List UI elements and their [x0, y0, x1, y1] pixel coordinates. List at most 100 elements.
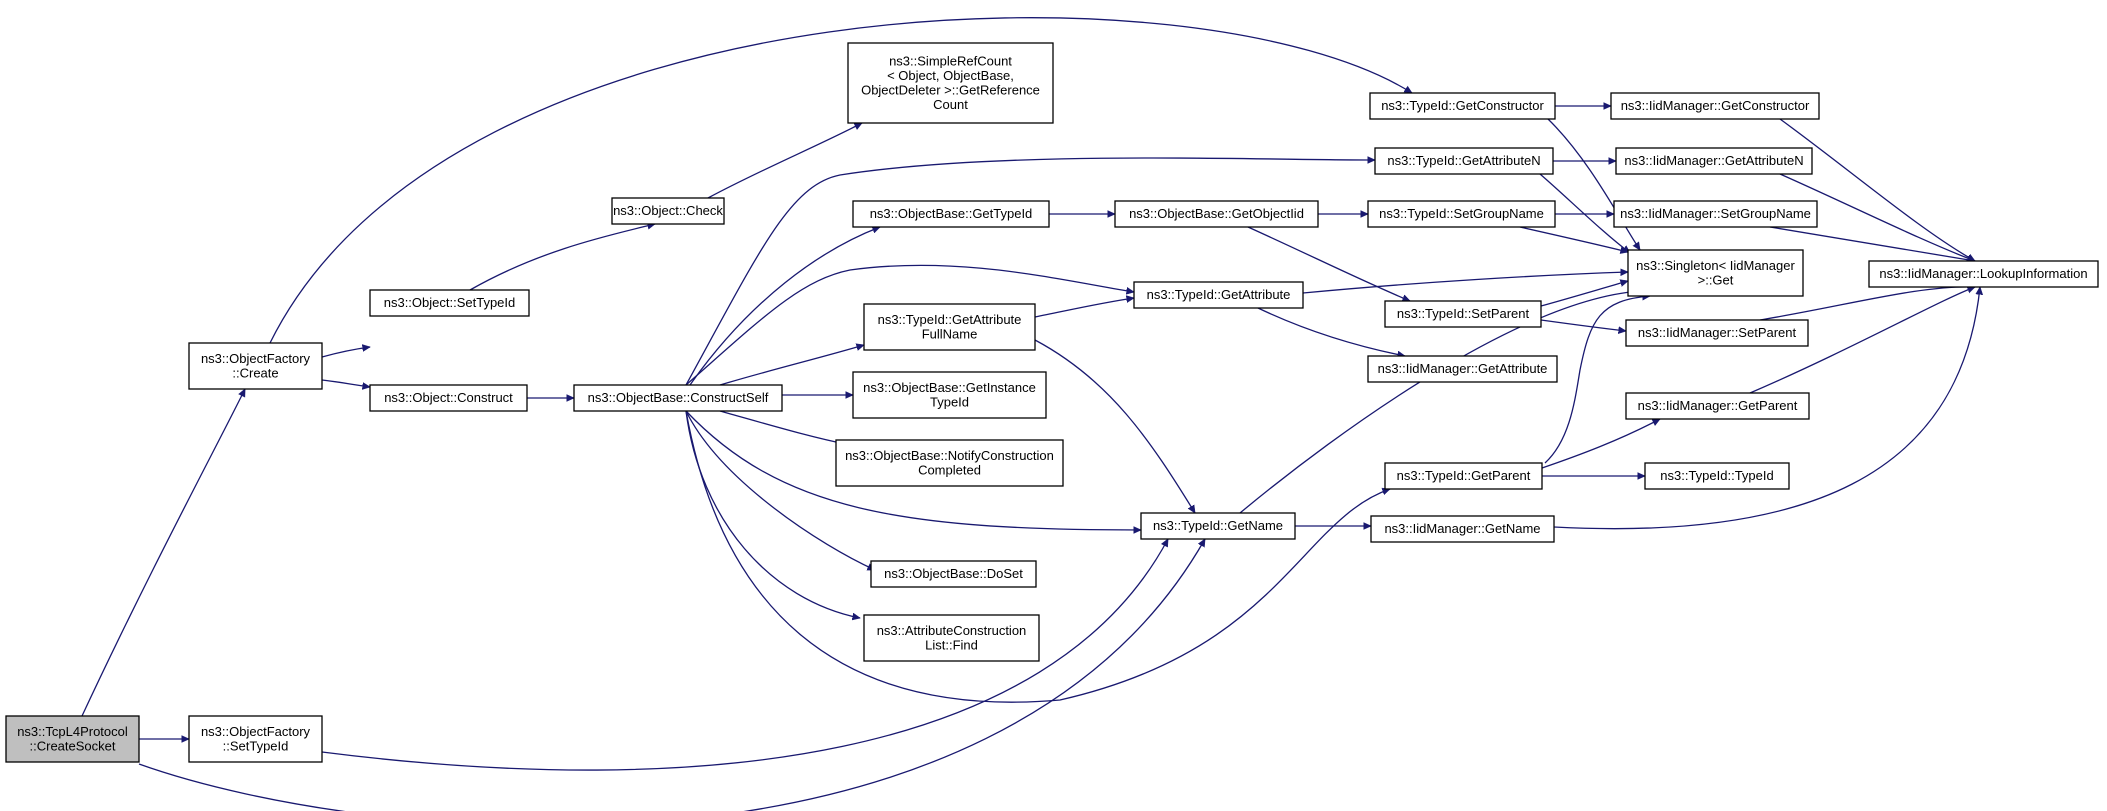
edge-ob-constructself-to-ob-doset: [685, 410, 875, 571]
node-box: [1384, 300, 1542, 328]
node-label-line: ns3::ObjectBase::NotifyConstruction: [845, 448, 1054, 463]
node-simplerefcount[interactable]: ns3::SimpleRefCount< Object, ObjectBase,…: [847, 42, 1054, 124]
node-iid-getattribute[interactable]: ns3::IidManager::GetAttribute: [1367, 355, 1558, 383]
node-box: [852, 371, 1047, 419]
edge-tcp-create-to-tid-getname: [138, 539, 1206, 811]
edge-iid-getattributen-to-iid-lookup: [1779, 173, 1975, 261]
node-tcp-create[interactable]: ns3::TcpL4Protocol::CreateSocket: [5, 715, 140, 763]
node-obj-check[interactable]: ns3::Object::Check: [611, 197, 725, 225]
edge-iid-setgroupname-to-iid-lookup: [1769, 226, 1975, 261]
edge-tid-getattribute-to-iid-getattribute: [1257, 307, 1405, 356]
node-label-line: ns3::Object::Check: [613, 203, 723, 218]
node-box: [1610, 92, 1820, 120]
node-tid-setgroupname[interactable]: ns3::TypeId::SetGroupName: [1367, 200, 1556, 228]
node-box: [1140, 512, 1296, 540]
node-box: [1384, 462, 1543, 490]
edge-ob-constructself-to-tid-getparent: [685, 410, 1390, 703]
node-label-line: ns3::TypeId::GetAttribute: [878, 312, 1022, 327]
edge-tid-getconstructor-to-singleton-get: [1547, 118, 1641, 250]
node-label-line: ns3::TypeId::TypeId: [1660, 468, 1773, 483]
edge-ob-constructself-to-ob-gettypeid: [689, 227, 880, 386]
edge-iid-getconstructor-to-iid-lookup: [1779, 118, 1975, 262]
edge-ob-constructself-to-tid-getattribute: [685, 264, 1134, 386]
node-iid-setparent[interactable]: ns3::IidManager::SetParent: [1625, 319, 1809, 347]
node-singleton-get[interactable]: ns3::Singleton< IidManager>::Get: [1627, 249, 1804, 297]
node-label-line: ns3::ObjectBase::DoSet: [884, 566, 1023, 581]
edges-layer: [81, 17, 1980, 811]
node-box: [870, 560, 1037, 588]
node-tid-getattributen[interactable]: ns3::TypeId::GetAttributeN: [1374, 147, 1554, 175]
node-label-line: ns3::IidManager::SetGroupName: [1620, 206, 1811, 221]
node-label-line: ns3::IidManager::GetAttributeN: [1624, 153, 1803, 168]
node-label-line: ns3::TypeId::SetParent: [1397, 306, 1530, 321]
edge-of-create-to-obj-construct: [321, 379, 370, 387]
edge-tid-setparent-to-singleton-get: [1540, 281, 1628, 307]
node-box: [1644, 462, 1790, 490]
node-label-line: < Object, ObjectBase,: [887, 68, 1014, 83]
edge-tid-setparent-to-iid-setparent: [1540, 319, 1626, 331]
node-label-line: ns3::Object::Construct: [384, 390, 513, 405]
edge-tid-setgroupname-to-singleton-get: [1519, 226, 1628, 252]
node-label-line: ns3::IidManager::GetAttribute: [1378, 361, 1548, 376]
edge-tid-getattrfullname-to-tid-getattribute: [1034, 298, 1134, 318]
node-tid-getattribute[interactable]: ns3::TypeId::GetAttribute: [1133, 281, 1304, 309]
node-tid-getname[interactable]: ns3::TypeId::GetName: [1140, 512, 1296, 540]
node-box: [1627, 249, 1804, 297]
edge-ob-getobjectiid-to-tid-setparent: [1247, 226, 1410, 302]
node-iid-getparent[interactable]: ns3::IidManager::GetParent: [1625, 392, 1810, 420]
node-tid-getconstructor[interactable]: ns3::TypeId::GetConstructor: [1369, 92, 1556, 120]
node-label-line: ns3::TypeId::SetGroupName: [1379, 206, 1544, 221]
node-obj-settypeid[interactable]: ns3::Object::SetTypeId: [369, 289, 530, 317]
node-label-line: ns3::ObjectBase::GetInstance: [863, 380, 1036, 395]
node-label-line: >::Get: [1698, 272, 1734, 287]
node-of-settypeid[interactable]: ns3::ObjectFactory::SetTypeId: [188, 715, 323, 763]
node-iid-getconstructor[interactable]: ns3::IidManager::GetConstructor: [1610, 92, 1820, 120]
edge-ob-constructself-to-tid-getattributen: [685, 158, 1375, 386]
node-label-line: ns3::Object::SetTypeId: [384, 295, 516, 310]
node-iid-getname[interactable]: ns3::IidManager::GetName: [1370, 515, 1555, 543]
node-label-line: ns3::IidManager::GetParent: [1638, 398, 1798, 413]
node-tid-typeid[interactable]: ns3::TypeId::TypeId: [1644, 462, 1790, 490]
edge-tid-getparent-to-singleton-get: [1544, 296, 1650, 464]
node-ob-doset[interactable]: ns3::ObjectBase::DoSet: [870, 560, 1037, 588]
node-box: [369, 289, 530, 317]
node-box: [573, 384, 783, 412]
node-of-create[interactable]: ns3::ObjectFactory::Create: [188, 342, 323, 390]
edge-obj-check-to-simplerefcount: [707, 122, 862, 199]
edge-obj-settypeid-to-obj-check: [469, 224, 655, 291]
node-box: [1133, 281, 1304, 309]
node-iid-lookup[interactable]: ns3::IidManager::LookupInformation: [1868, 260, 2099, 288]
node-box: [863, 303, 1036, 351]
node-box: [1370, 515, 1555, 543]
node-label-line: ns3::IidManager::LookupInformation: [1879, 266, 2087, 281]
node-obj-construct[interactable]: ns3::Object::Construct: [369, 384, 528, 412]
node-label-line: ns3::TypeId::GetName: [1153, 518, 1283, 533]
node-tid-setparent[interactable]: ns3::TypeId::SetParent: [1384, 300, 1542, 328]
node-box: [188, 342, 323, 390]
node-box: [1367, 355, 1558, 383]
node-ob-gettypeid[interactable]: ns3::ObjectBase::GetTypeId: [852, 200, 1050, 228]
edge-ob-constructself-to-tid-getattrfullname: [719, 345, 864, 386]
node-label-line: ns3::TypeId::GetAttribute: [1147, 287, 1291, 302]
node-tid-getparent[interactable]: ns3::TypeId::GetParent: [1384, 462, 1543, 490]
node-iid-setgroupname[interactable]: ns3::IidManager::SetGroupName: [1613, 200, 1818, 228]
node-box: [369, 384, 528, 412]
node-ob-notifyconstruction[interactable]: ns3::ObjectBase::NotifyConstructionCompl…: [835, 439, 1064, 487]
node-label-line: ObjectDeleter >::GetReference: [861, 82, 1040, 97]
node-box: [1868, 260, 2099, 288]
node-iid-getattributen[interactable]: ns3::IidManager::GetAttributeN: [1615, 147, 1813, 175]
node-label-line: ns3::TypeId::GetAttributeN: [1387, 153, 1540, 168]
node-ob-constructself[interactable]: ns3::ObjectBase::ConstructSelf: [573, 384, 783, 412]
node-label-line: Count: [933, 97, 968, 112]
node-label-line: ns3::SimpleRefCount: [889, 53, 1012, 68]
node-box: [188, 715, 323, 763]
edge-ob-constructself-to-ob-notifyconstruction: [719, 410, 850, 445]
edge-iid-getparent-to-iid-lookup: [1749, 287, 1975, 394]
node-label-line: ns3::IidManager::GetName: [1384, 521, 1540, 536]
node-ob-getobjectiid[interactable]: ns3::ObjectBase::GetObjectIid: [1114, 200, 1319, 228]
node-label-line: ns3::AttributeConstruction: [877, 623, 1027, 638]
